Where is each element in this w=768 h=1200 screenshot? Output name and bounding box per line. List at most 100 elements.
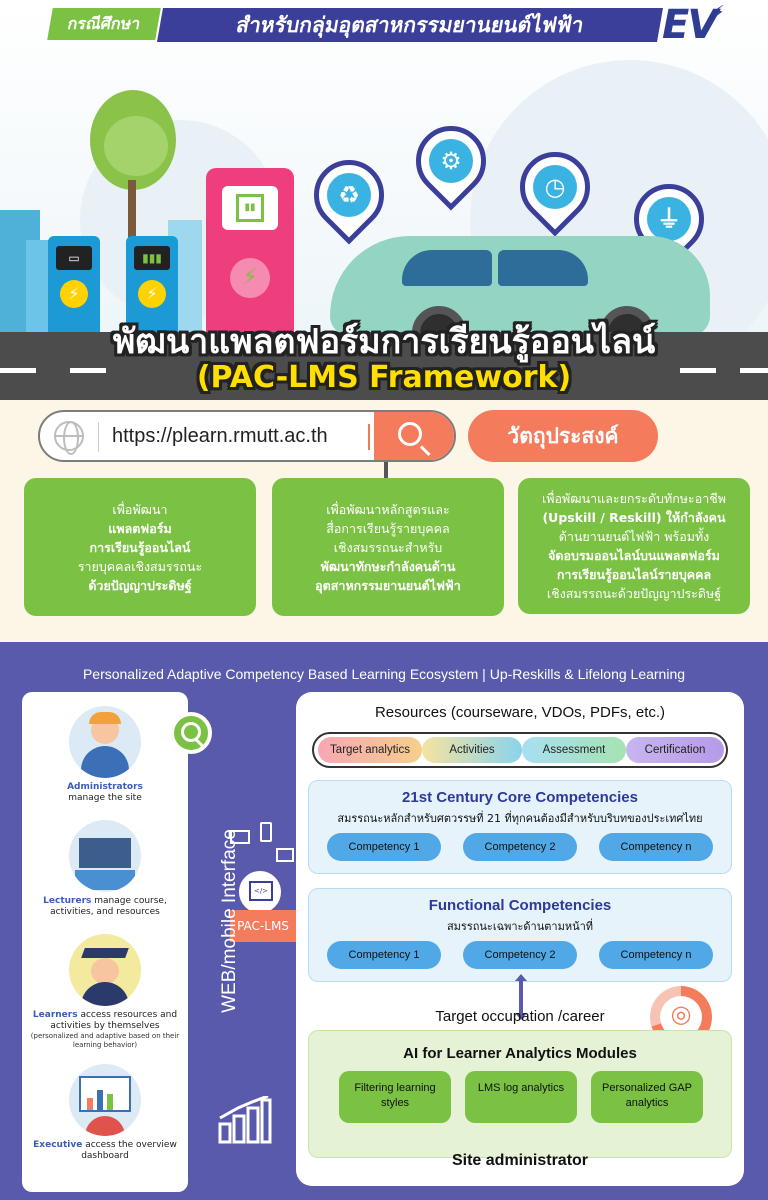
goal-text-line: เพื่อพัฒนาและยกระดับทักษะอาชีพ xyxy=(542,491,726,506)
ai-module-filtering[interactable]: Filtering learning styles xyxy=(339,1071,451,1123)
lightning-icon: ⚡ xyxy=(60,280,88,308)
lecturer-avatar xyxy=(69,820,141,892)
core-title: 21st Century Core Competencies xyxy=(402,789,638,806)
road-marking xyxy=(70,368,106,373)
resources-title: Resources (courseware, VDOs, PDFs, etc.) xyxy=(374,704,666,721)
functional-competency-pill[interactable]: Competency 2 xyxy=(463,941,577,969)
goal-text-line: ด้วยปัญญาประดิษฐ์ xyxy=(88,577,192,593)
url-text[interactable]: https://plearn.rmutt.ac.th xyxy=(112,425,328,447)
connector-line xyxy=(384,462,388,482)
globe-icon xyxy=(54,421,84,455)
code-icon: </> xyxy=(249,881,273,901)
web-mobile-label: WEB/mobile Interface xyxy=(219,829,240,1013)
charger-station: ▮▮▮ ⚡ xyxy=(126,236,178,336)
search-icon xyxy=(398,422,422,446)
battery-icon: ▮▮ xyxy=(222,186,278,230)
objective-button[interactable]: วัตถุประสงค์ xyxy=(468,410,658,462)
role-name: Learners xyxy=(32,1010,78,1020)
segment-activities: Activities xyxy=(422,737,522,763)
goal-text-line: สื่อการเรียนรู้รายบุคคล xyxy=(326,520,450,536)
goal-text-line: การเรียนรู้ออนไลน์รายบุคคล xyxy=(556,567,712,582)
goal-text-line: เชิงสมรรถนะสำหรับ xyxy=(333,539,443,555)
role-note: (personalized and adaptive based on thei… xyxy=(30,1032,180,1049)
role-name: Administrators xyxy=(67,782,143,792)
role-desc: manage the site xyxy=(68,793,142,803)
lightning-icon: ⚡ xyxy=(138,280,166,308)
goal-text-line: เพื่อพัฒนาหลักสูตรและ xyxy=(326,501,450,517)
battery-icon: ▭ xyxy=(56,246,92,270)
magnifier-icon xyxy=(170,712,212,754)
functional-competency-pill[interactable]: Competency n xyxy=(599,941,713,969)
text-cursor xyxy=(368,424,370,450)
phone-icon xyxy=(260,822,272,842)
hero-subtitle: (PAC-LMS Framework) xyxy=(196,360,572,395)
goal-text-line: การเรียนรู้ออนไลน์ xyxy=(89,539,191,555)
role-desc: access resources and activities by thems… xyxy=(50,1010,178,1031)
ai-module-lms-log[interactable]: LMS log analytics xyxy=(465,1071,577,1123)
car-window xyxy=(498,250,588,286)
goal-card-1: เพื่อพัฒนาแพลตฟอร์มการเรียนรู้ออนไลน์ราย… xyxy=(24,478,256,616)
platform-label: PAC-LMS xyxy=(230,910,296,942)
segment-assessment: Assessment xyxy=(522,737,626,763)
goal-card-3: เพื่อพัฒนาและยกระดับทักษะอาชีพ (Upskill /… xyxy=(518,478,750,614)
role-desc: access the overview dashboard xyxy=(81,1140,177,1161)
gear-check-icon: ⚙ xyxy=(429,139,473,183)
plug-icon: ⚡ xyxy=(712,2,725,23)
core-competency-pill[interactable]: Competency 1 xyxy=(327,833,441,861)
segment-target-analytics: Target analytics xyxy=(318,737,422,763)
target-occupation: Target occupation /career xyxy=(435,1008,605,1025)
charger-tower: ▮▮ ⚡ xyxy=(206,168,294,338)
header-bar: กรณีศึกษา สำหรับกลุ่มอุตสาหกรรมยานยนต์ไฟ… xyxy=(47,8,663,48)
ai-module-gap[interactable]: Personalized GAP analytics xyxy=(591,1071,703,1123)
battery-icon: ▮▮▮ xyxy=(134,246,170,270)
url-bar[interactable]: https://plearn.rmutt.ac.th xyxy=(38,410,456,462)
clock-icon: ◷ xyxy=(533,165,577,209)
divider xyxy=(98,422,99,452)
ev-logo: EV xyxy=(662,2,718,48)
site-administrator: Site administrator xyxy=(451,1152,589,1169)
role-name: Executive xyxy=(33,1140,83,1150)
lightning-icon: ⚡ xyxy=(230,258,270,298)
plug-icon: ⏚ xyxy=(647,197,691,241)
goal-text-line: พัฒนาทักษะกำลังคนด้าน xyxy=(320,558,456,574)
recycle-pin: ♻ xyxy=(299,145,399,245)
role-desc: manage course, activities, and resources xyxy=(50,896,167,917)
goal-text-line: เพื่อพัฒนา xyxy=(112,501,168,517)
core-subtitle: สมรรถนะหลักสำหรับศตวรรษที่ 21 ที่ทุกคนต้… xyxy=(337,812,703,825)
functional-competencies-box: Functional Competencies สมรรถนะเฉพาะด้าน… xyxy=(308,888,732,982)
hero-title: พัฒนาแพลตฟอร์มการเรียนรู้ออนไลน์ xyxy=(112,322,656,362)
bar-chart-icon xyxy=(218,1096,272,1144)
core-competency-pill[interactable]: Competency n xyxy=(599,833,713,861)
goal-text-line: รายบุคคลเชิงสมรรถนะ xyxy=(77,558,203,574)
laptop-icon xyxy=(230,830,250,844)
role-lecturers: Lecturers manage course, activities, and… xyxy=(22,820,188,918)
administrator-avatar xyxy=(69,706,141,778)
hero-banner: กรณีศึกษา สำหรับกลุ่มอุตสาหกรรมยานยนต์ไฟ… xyxy=(0,0,768,400)
road-marking xyxy=(0,368,36,373)
goal-text-line: เชิงสมรรถนะด้วยปัญญาประดิษฐ์ xyxy=(546,586,722,601)
goal-text-line: (Upskill / Reskill) ให้กำลังคน xyxy=(542,510,726,525)
role-executive: Executive access the overview dashboard xyxy=(22,1064,188,1162)
functional-competency-pill[interactable]: Competency 1 xyxy=(327,941,441,969)
core-competency-pill[interactable]: Competency 2 xyxy=(463,833,577,861)
ai-modules-box: AI for Learner Analytics Modules Filteri… xyxy=(308,1030,732,1158)
role-learners: Learners access resources and activities… xyxy=(22,934,188,1050)
segment-certification: Certification xyxy=(626,737,724,763)
ai-title: AI for Learner Analytics Modules xyxy=(403,1045,637,1062)
monitor-icon xyxy=(276,848,294,862)
goal-text-line: แพลตฟอร์ม xyxy=(108,520,172,536)
tree-highlight xyxy=(104,116,168,176)
executive-avatar xyxy=(69,1064,141,1136)
header-tag: กรณีศึกษา xyxy=(47,8,161,40)
search-button[interactable] xyxy=(374,412,454,460)
goal-card-2: เพื่อพัฒนาหลักสูตรและสื่อการเรียนรู้รายบ… xyxy=(272,478,504,616)
core-competencies-box: 21st Century Core Competencies สมรรถนะหล… xyxy=(308,780,732,874)
road xyxy=(0,332,768,400)
resources-bar: Target analytics Activities Assessment C… xyxy=(312,732,728,768)
goal-text-line: อุตสาหกรรมยานยนต์ไฟฟ้า xyxy=(315,577,461,593)
learner-avatar xyxy=(69,934,141,1006)
car-window xyxy=(402,250,492,286)
role-name: Lecturers xyxy=(43,896,92,906)
